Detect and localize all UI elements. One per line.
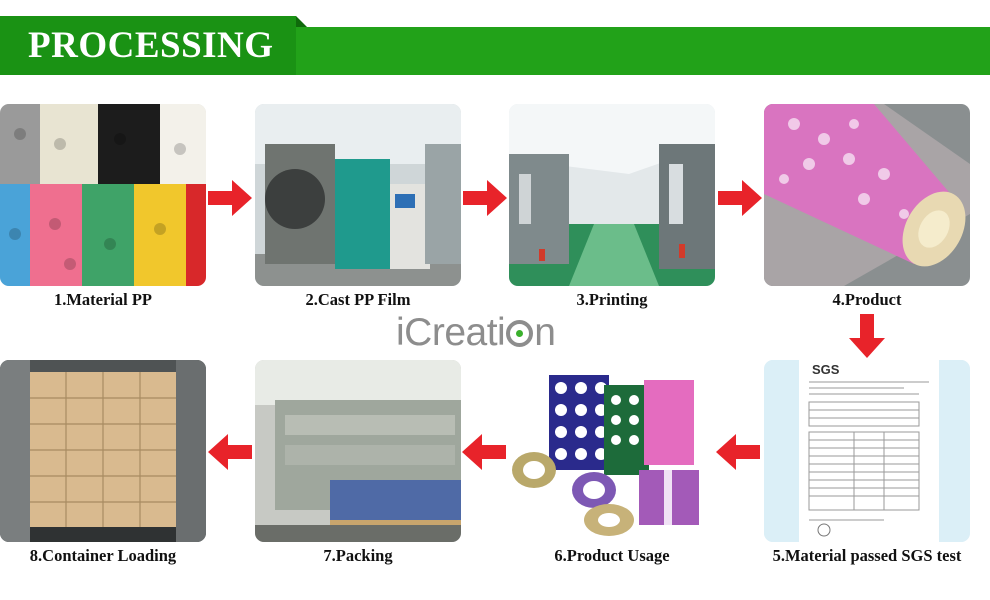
step-printing: 3.Printing: [509, 104, 715, 309]
sgs-document-photo: SGS: [764, 360, 970, 542]
sgs-brand: SGS: [812, 362, 840, 377]
arrow-right-icon: [463, 180, 507, 216]
printing-photo: [509, 104, 715, 286]
arrow-left-icon: [716, 434, 760, 470]
step-product-usage: 6.Product Usage: [509, 360, 715, 565]
step-label: 5.Material passed SGS test: [772, 546, 962, 565]
page-title: PROCESSING: [28, 25, 274, 66]
step-container-loading: 8.Container Loading: [0, 360, 206, 565]
container-loading-photo: [0, 360, 206, 542]
arrow-left-icon: [462, 434, 506, 470]
step-label: 8.Container Loading: [29, 546, 177, 565]
step-material-pp: 1.Material PP: [0, 104, 206, 309]
material-pp-photo: [0, 104, 206, 286]
step-cast-pp-film: 2.Cast PP Film: [255, 104, 461, 309]
step-label: 4.Product: [832, 290, 902, 309]
step-label: 3.Printing: [576, 290, 648, 309]
logo-o-icon: [506, 320, 534, 347]
step-label: 7.Packing: [323, 546, 393, 565]
step-label: 6.Product Usage: [554, 546, 670, 565]
arrow-left-icon: [208, 434, 252, 470]
logo-text-i: i: [396, 311, 405, 354]
header-tab: [0, 16, 307, 75]
logo-text-creati: Creati: [404, 311, 506, 354]
product-photo: [764, 104, 970, 286]
step-label: 2.Cast PP Film: [305, 290, 411, 309]
step-packing: 7.Packing: [255, 360, 461, 565]
product-usage-photo: [509, 360, 715, 542]
step-sgs-test: SGS 5.Material passed SGS test: [764, 360, 970, 565]
arrow-right-icon: [718, 180, 762, 216]
logo-text-n: n: [534, 311, 556, 354]
step-product: 4.Product: [764, 104, 970, 309]
arrow-down-icon: [849, 314, 885, 358]
step-label: 1.Material PP: [53, 290, 153, 309]
arrow-right-icon: [208, 180, 252, 216]
cast-film-photo: [255, 104, 461, 286]
packing-photo: [255, 360, 461, 542]
